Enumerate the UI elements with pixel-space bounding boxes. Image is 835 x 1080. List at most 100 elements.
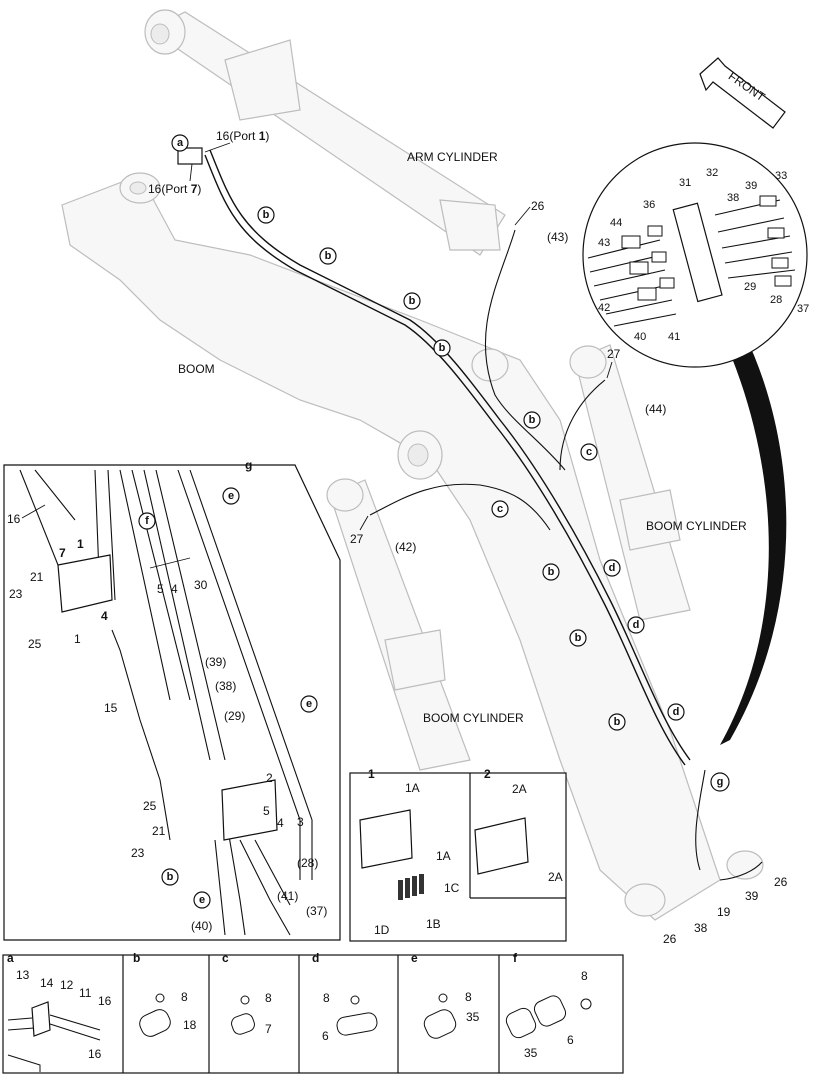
svg-text:7: 7 — [59, 546, 66, 560]
svg-text:35: 35 — [524, 1046, 538, 1060]
svg-text:25: 25 — [143, 799, 157, 813]
svg-text:d: d — [673, 706, 680, 718]
arm-cylinder-label: ARM CYLINDER — [407, 150, 498, 164]
svg-text:6: 6 — [567, 1033, 574, 1047]
svg-text:14: 14 — [40, 976, 54, 990]
svg-text:1D: 1D — [374, 923, 390, 937]
svg-text:d: d — [312, 951, 319, 965]
svg-text:(41): (41) — [277, 889, 298, 903]
svg-text:37: 37 — [797, 303, 809, 315]
svg-text:4: 4 — [171, 582, 178, 596]
svg-text:b: b — [409, 295, 416, 307]
svg-text:39: 39 — [745, 180, 757, 192]
main-hose-routing — [204, 149, 763, 881]
svg-text:g: g — [245, 458, 252, 472]
svg-text:b: b — [263, 209, 270, 221]
svg-text:15: 15 — [104, 701, 118, 715]
svg-text:b: b — [529, 414, 536, 426]
svg-text:12: 12 — [60, 978, 74, 992]
svg-text:36: 36 — [643, 199, 655, 211]
svg-text:b: b — [439, 342, 446, 354]
svg-text:e: e — [199, 894, 205, 906]
svg-text:1: 1 — [77, 537, 84, 551]
svg-text:26: 26 — [774, 875, 788, 889]
svg-text:38: 38 — [727, 192, 739, 204]
svg-text:g: g — [717, 776, 724, 788]
svg-text:b: b — [167, 871, 174, 883]
boom-cylinder-label-upper: BOOM CYLINDER — [646, 519, 747, 533]
boom-label: BOOM — [178, 362, 215, 376]
svg-text:d: d — [609, 562, 616, 574]
port1-label: 16(Port 1) — [216, 129, 269, 143]
svg-text:1B: 1B — [426, 917, 441, 931]
svg-text:(37): (37) — [306, 904, 327, 918]
svg-text:16: 16 — [7, 512, 21, 526]
svg-text:23: 23 — [131, 846, 145, 860]
bottom-detail-panels: a 13 14 12 11 16 16 b 8 18 c 8 7 d 8 6 e… — [2, 951, 624, 1074]
svg-text:26: 26 — [663, 932, 677, 946]
svg-text:39: 39 — [745, 889, 759, 903]
svg-text:2A: 2A — [512, 782, 527, 796]
svg-text:(38): (38) — [215, 679, 236, 693]
svg-text:f: f — [513, 951, 518, 965]
svg-text:b: b — [614, 716, 621, 728]
svg-text:c: c — [222, 951, 229, 965]
boom-cylinder-shapes — [326, 344, 691, 771]
svg-text:d: d — [633, 619, 640, 631]
svg-text:31: 31 — [679, 177, 691, 189]
svg-text:1: 1 — [74, 632, 81, 646]
boom-shape — [61, 172, 764, 921]
svg-text:a: a — [177, 137, 184, 149]
svg-text:11: 11 — [79, 986, 92, 1000]
svg-text:(28): (28) — [297, 856, 318, 870]
svg-text:43: 43 — [598, 237, 610, 249]
svg-text:1A: 1A — [405, 781, 420, 795]
svg-text:2: 2 — [484, 767, 491, 781]
svg-text:4: 4 — [277, 816, 284, 830]
svg-text:2A: 2A — [548, 870, 563, 884]
svg-text:16: 16 — [88, 1047, 102, 1061]
svg-text:6: 6 — [322, 1029, 329, 1043]
svg-text:23: 23 — [9, 587, 23, 601]
svg-text:16: 16 — [98, 994, 112, 1008]
svg-text:5: 5 — [157, 582, 164, 596]
svg-text:40: 40 — [634, 331, 646, 343]
svg-text:c: c — [586, 446, 592, 458]
svg-text:(29): (29) — [224, 709, 245, 723]
svg-text:e: e — [228, 490, 234, 502]
svg-text:4: 4 — [101, 609, 108, 623]
svg-text:28: 28 — [770, 294, 782, 306]
svg-text:21: 21 — [30, 570, 44, 584]
svg-text:c: c — [497, 503, 503, 515]
panel-g: g f e e b e 16 7 1 21 23 25 1 4 5 4 30 1… — [3, 458, 341, 941]
svg-text:18: 18 — [183, 1018, 197, 1032]
svg-text:35: 35 — [466, 1010, 480, 1024]
svg-text:44: 44 — [610, 217, 622, 229]
svg-text:(42): (42) — [395, 540, 416, 554]
svg-text:26: 26 — [531, 199, 545, 213]
arm-cylinder-shape — [144, 9, 506, 256]
svg-text:38: 38 — [694, 921, 708, 935]
svg-text:27: 27 — [350, 532, 364, 546]
svg-text:(43): (43) — [547, 230, 568, 244]
svg-text:25: 25 — [28, 637, 42, 651]
svg-text:3: 3 — [297, 815, 304, 829]
port7-label: 16(Port 7) — [148, 182, 201, 196]
svg-text:8: 8 — [265, 991, 272, 1005]
main-bubbles: a b b b b b c c b d b d b d g — [171, 134, 730, 792]
boom-cylinder-label-lower: BOOM CYLINDER — [423, 711, 524, 725]
svg-text:f: f — [145, 515, 149, 527]
svg-text:8: 8 — [465, 990, 472, 1004]
svg-text:7: 7 — [265, 1022, 272, 1036]
svg-text:b: b — [133, 951, 140, 965]
svg-text:41: 41 — [668, 331, 680, 343]
svg-text:27: 27 — [607, 347, 621, 361]
svg-text:b: b — [325, 250, 332, 262]
svg-text:(39): (39) — [205, 655, 226, 669]
svg-text:(40): (40) — [191, 919, 212, 933]
svg-text:b: b — [548, 566, 555, 578]
svg-text:30: 30 — [194, 578, 208, 592]
svg-text:13: 13 — [16, 968, 30, 982]
svg-text:1C: 1C — [444, 881, 460, 895]
